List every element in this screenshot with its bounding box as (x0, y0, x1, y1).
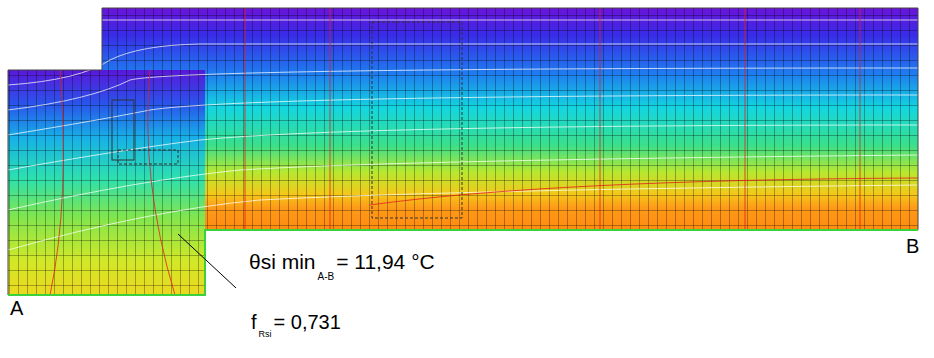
point-label: A (10, 298, 23, 318)
point-label: B (906, 236, 919, 256)
temperature-value: = 11,94 °C (336, 251, 435, 272)
factor-value: = 0,731 (274, 312, 341, 332)
temperature-symbol: θsi min (249, 251, 316, 272)
subscript: A-B (318, 272, 335, 282)
subscript: Rsi (259, 330, 272, 339)
factor-symbol: f (251, 312, 257, 332)
